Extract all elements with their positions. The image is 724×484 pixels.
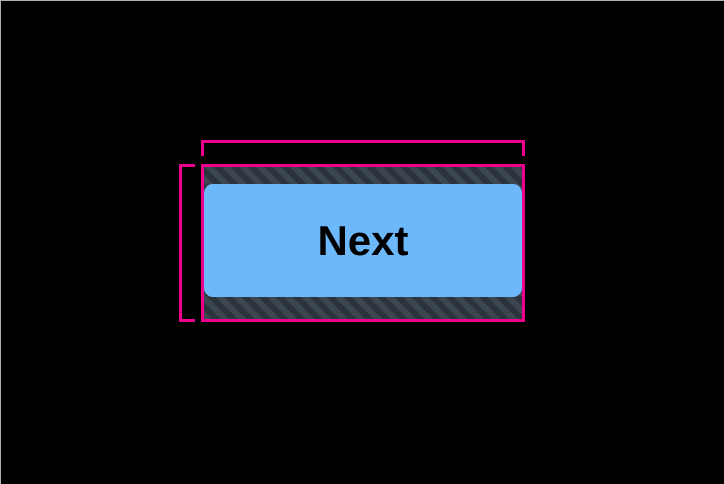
width-dimension-label: 156 <box>1 2 58 40</box>
height-dimension-bracket <box>179 164 195 322</box>
element-bounds-box: Next <box>201 164 525 322</box>
width-dimension-bracket <box>201 140 525 156</box>
next-button[interactable]: Next <box>204 184 522 297</box>
box-model-hatch-region: Next <box>204 167 522 319</box>
height-dimension-label: 76 <box>1 42 39 80</box>
